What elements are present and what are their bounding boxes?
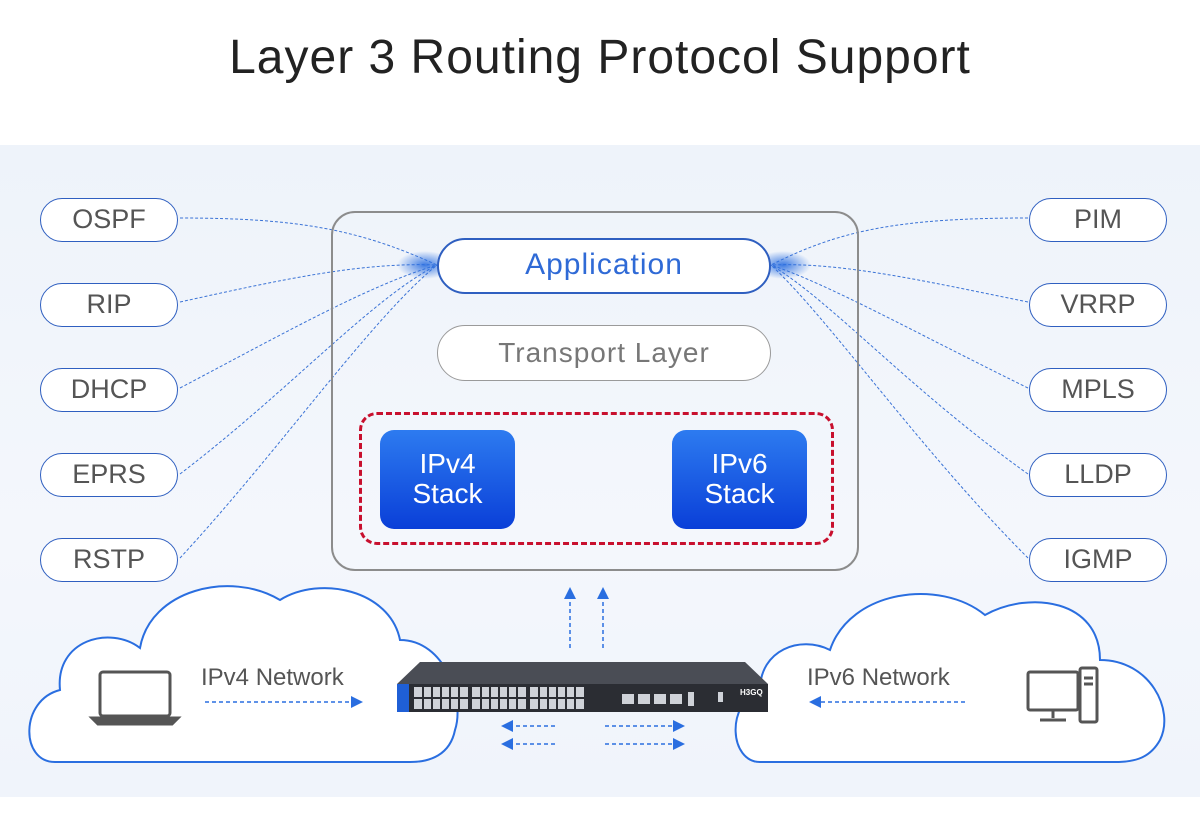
protocol-igmp: IGMP <box>1029 538 1167 582</box>
ip-stack-group <box>359 412 834 545</box>
protocol-ospf: OSPF <box>40 198 178 242</box>
protocol-vrrp: VRRP <box>1029 283 1167 327</box>
ipv4-stack-line1: IPv4 <box>419 448 476 479</box>
protocol-rip: RIP <box>40 283 178 327</box>
up-arrows <box>564 587 609 648</box>
desktop-computer-icon <box>1026 666 1099 724</box>
protocol-dhcp: DHCP <box>40 368 178 412</box>
application-layer: Application <box>437 238 771 294</box>
ipv6-stack-line2: Stack <box>704 478 775 509</box>
laptop-icon <box>88 670 182 726</box>
protocol-rstp: RSTP <box>40 538 178 582</box>
ipv6-stack-line1: IPv6 <box>711 448 768 479</box>
protocol-mpls: MPLS <box>1029 368 1167 412</box>
protocol-eprs: EPRS <box>40 453 178 497</box>
protocol-stack-frame <box>331 211 859 571</box>
right-connector-lines <box>770 217 1029 559</box>
ipv4-stack: IPv4 Stack <box>380 430 515 529</box>
ipv4-stack-line2: Stack <box>412 478 483 509</box>
ipv4-network-label: IPv4 Network <box>201 664 344 691</box>
network-flow-arrows <box>205 696 965 750</box>
ipv6-network-label: IPv6 Network <box>807 664 950 691</box>
ipv6-stack: IPv6 Stack <box>672 430 807 529</box>
switch-brand: H3GQ <box>740 688 763 697</box>
transport-layer: Transport Layer <box>437 325 771 381</box>
protocol-lldp: LLDP <box>1029 453 1167 497</box>
network-switch: H3GQ <box>397 662 768 712</box>
page-title: Layer 3 Routing Protocol Support <box>229 31 971 84</box>
protocol-pim: PIM <box>1029 198 1167 242</box>
